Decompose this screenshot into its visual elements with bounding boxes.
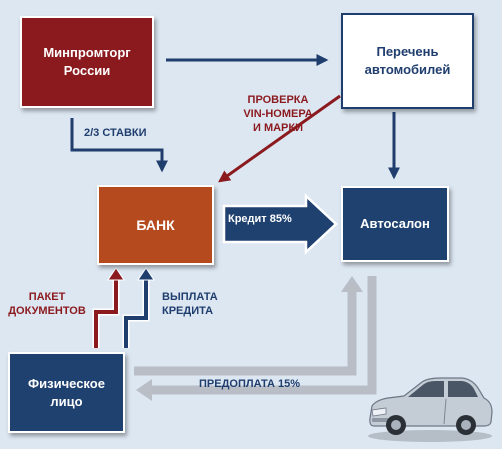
node-individual-line2: лицо: [50, 393, 83, 409]
label-documents-line1: ПАКЕТ: [28, 291, 66, 303]
node-car-dealer-label: Автосалон: [360, 216, 430, 232]
label-loan-payment: ВЫПЛАТА КРЕДИТА: [162, 291, 218, 319]
label-vin-check: ПРОВЕРКА VIN-НОМЕРА И МАРКИ: [226, 94, 330, 135]
label-rate-share: 2/3 СТАВКИ: [84, 127, 147, 139]
node-bank-label: БАНК: [136, 216, 175, 233]
label-documents: ПАКЕТ ДОКУМЕНТОВ: [2, 291, 92, 319]
label-vin-check-line3: И МАРКИ: [252, 121, 304, 134]
node-car-dealer: Автосалон: [341, 186, 449, 262]
node-individual: Физическое лицо: [8, 352, 125, 433]
arrow-credit-85: [222, 193, 338, 255]
arrow-car-to-client: [150, 276, 377, 395]
label-prepayment: ПРЕДОПЛАТА 15%: [199, 378, 301, 390]
label-vin-check-line2: VIN-НОМЕРА: [243, 107, 313, 120]
node-individual-line1: Физическое: [28, 375, 105, 391]
arrow-prepayment-to-dealer: [134, 290, 357, 376]
node-minpromtorg: Минпромторг России: [20, 16, 154, 108]
label-loan-payment-line2: КРЕДИТА: [162, 304, 214, 317]
label-vin-check-line1: ПРОВЕРКА: [247, 94, 309, 106]
label-credit-85: Кредит 85%: [228, 213, 292, 225]
node-bank: БАНК: [97, 185, 214, 265]
label-loan-payment-line1: ВЫПЛАТА: [162, 291, 218, 303]
car-icon: [368, 377, 493, 442]
arrow-minprom-to-bank: [70, 118, 168, 173]
node-car-list-line1: Перечень: [376, 44, 439, 60]
arrow-payment-to-bank: [122, 278, 150, 348]
node-car-list-line2: автомобилей: [364, 62, 451, 77]
node-car-list: Перечень автомобилей: [341, 13, 474, 109]
arrow-list-to-bank: [218, 94, 341, 183]
node-minpromtorg-line1: Минпромторг: [43, 45, 131, 61]
label-documents-line2: ДОКУМЕНТОВ: [8, 304, 86, 317]
node-minpromtorg-line2: России: [63, 63, 111, 78]
